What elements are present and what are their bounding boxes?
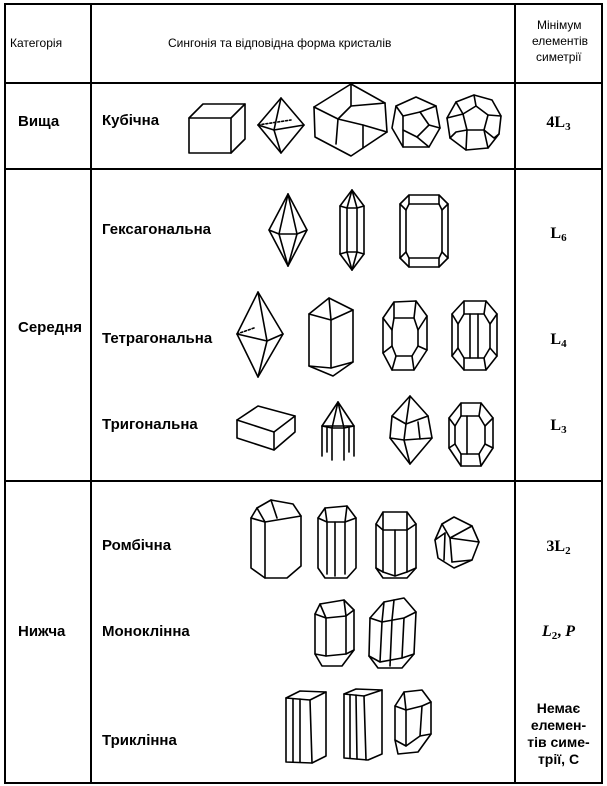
syngony-triclinic: Триклінна — [102, 732, 177, 749]
triclinic-prism-icon — [285, 690, 327, 764]
symmetry-rhombic: 3L2 — [516, 538, 601, 557]
symmetry-note-line: елемен- — [530, 717, 587, 733]
symmetry-main: L — [550, 417, 562, 434]
category-middle: Середня — [18, 319, 83, 336]
rhombohedron-icon — [236, 405, 296, 451]
hexagonal-dipyramid-icon — [268, 193, 308, 267]
syngony-hexagonal: Гексагональна — [102, 221, 212, 238]
cube-icon — [188, 103, 246, 154]
header-divider — [4, 82, 603, 84]
symmetry-subscript: 2 — [565, 545, 571, 557]
symmetry-tetragonal: L4 — [516, 331, 601, 350]
symmetry-subscript: 2 — [551, 630, 558, 642]
tetragonal-prism-combined-icon — [451, 300, 498, 371]
symmetry-hexagonal: L6 — [516, 225, 601, 244]
symmetry-subscript: 6 — [561, 232, 567, 244]
symmetry-subscript: 3 — [561, 424, 567, 436]
octahedron-icon — [257, 97, 305, 154]
syngony-tetragonal: Тетрагональна — [102, 330, 213, 347]
triclinic-pinacoid-icon — [394, 689, 432, 755]
symmetry-cubic: 4L3 — [516, 114, 601, 133]
combined-polyhedron-icon — [446, 94, 502, 151]
header-symmetry-line-3: симетрії — [536, 50, 582, 64]
pentagonal-dodecahedron-icon — [391, 96, 441, 148]
syngony-monoclinic: Моноклінна — [102, 623, 190, 640]
header-syngony: Сингонія та відповідна форма кристалів — [168, 36, 392, 50]
rhombic-combined-icon — [434, 516, 480, 569]
symmetry-main: 3L — [546, 538, 566, 555]
column-divider-2 — [514, 3, 516, 784]
symmetry-main: L — [550, 331, 562, 348]
row-divider-1 — [4, 168, 603, 170]
table-border-bottom — [4, 782, 603, 784]
header-category: Категорія — [10, 36, 63, 50]
symmetry-main: L — [550, 225, 562, 242]
row-divider-2 — [4, 480, 603, 482]
symmetry-main: 4L — [546, 114, 566, 131]
symmetry-note-line: тів симе- — [527, 734, 590, 750]
triclinic-prism-striated-icon — [343, 688, 383, 761]
symmetry-plane: P — [565, 623, 576, 640]
syngony-rhombic: Ромбічна — [102, 537, 172, 554]
symmetry-monoclinic: L2, P — [516, 623, 601, 642]
symmetry-main: L — [541, 623, 552, 640]
monoclinic-prism-striated-icon — [368, 597, 417, 669]
symmetry-subscript: 4 — [561, 338, 567, 350]
table-border-top — [4, 3, 603, 5]
header-symmetry-line-1: Мінімум — [537, 18, 582, 32]
scalenohedron-icon — [389, 395, 433, 465]
rhombic-prism-dome-icon — [375, 511, 417, 579]
symmetry-triclinic: Немає елемен- тів симе- трії, С — [516, 700, 601, 768]
trigonal-combined-icon — [448, 402, 494, 467]
column-divider-1 — [90, 3, 92, 784]
symmetry-subscript: 3 — [565, 121, 571, 133]
hexagonal-prism-with-pyramids-icon — [339, 189, 365, 271]
tetragonal-prism-with-pyramids-icon — [308, 297, 354, 377]
rhombic-dodecahedron-icon — [313, 83, 388, 157]
rhombic-prism-icon — [250, 499, 302, 579]
tetragonal-dipyramid-icon — [236, 291, 284, 378]
table-border-left — [4, 3, 6, 784]
syngony-trigonal: Тригональна — [102, 416, 198, 433]
symmetry-note-line: Немає — [536, 700, 581, 716]
category-higher: Вища — [18, 113, 60, 130]
category-lower: Нижча — [18, 623, 66, 640]
symmetry-trigonal: L3 — [516, 417, 601, 436]
rhombic-prism-striated-icon — [317, 505, 357, 579]
hexagonal-prism-with-pinacoid-icon — [399, 194, 449, 268]
syngony-cubic: Кубічна — [102, 112, 160, 129]
monoclinic-prism-icon — [314, 599, 355, 667]
header-symmetry-line-2: елементів — [532, 34, 589, 48]
symmetry-note-line: трії, С — [537, 751, 580, 767]
table-border-right — [601, 3, 603, 784]
trigonal-pyramid-prism-icon — [321, 401, 355, 461]
symmetry-separator: , — [557, 623, 566, 640]
tetragonal-prism-with-faces-icon — [382, 300, 428, 371]
